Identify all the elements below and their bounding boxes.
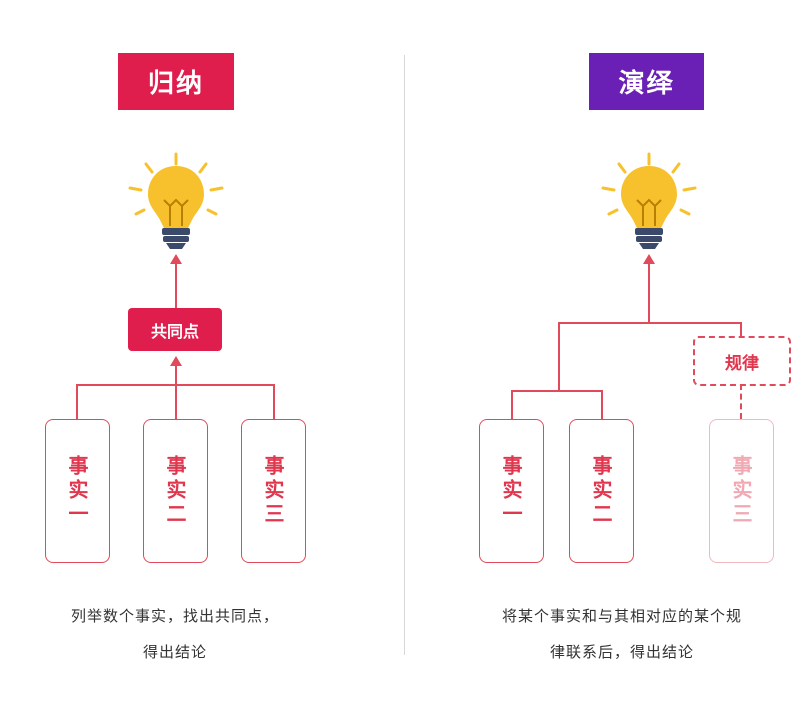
center-divider <box>404 55 405 655</box>
arrow-head-to-pill <box>170 356 182 366</box>
induction-caption: 列举数个事实，找出共同点， 得出结论 <box>20 598 330 670</box>
common-point-label: 共同点 <box>128 308 222 351</box>
induction-fact-box: 事实一 <box>45 419 110 563</box>
fact-label: 事实一 <box>499 455 523 527</box>
rule-box: 规律 <box>693 336 791 386</box>
fact-label: 事实一 <box>65 455 89 527</box>
fact-label: 事实二 <box>589 455 613 527</box>
deduction-caption: 将某个事实和与其相对应的某个规 律联系后，得出结论 <box>452 598 792 670</box>
induction-fact-box: 事实二 <box>143 419 208 563</box>
right-bracket-drop-2 <box>601 390 603 419</box>
arrow-line-to-bulb <box>648 262 650 322</box>
fact-label: 事实三 <box>729 455 753 527</box>
deduction-title: 演绎 <box>589 53 704 110</box>
lightbulb-icon <box>128 152 224 249</box>
left-horizontal-bracket <box>76 384 274 386</box>
caption-line: 得出结论 <box>142 643 207 661</box>
caption-line: 列举数个事实，找出共同点， <box>70 607 279 625</box>
caption-line: 律联系后，得出结论 <box>549 643 694 661</box>
fact-label: 事实二 <box>163 455 187 527</box>
deduction-fact-box-faded: 事实三 <box>709 419 774 563</box>
arrow-line-to-pill <box>175 364 177 419</box>
induction-fact-box: 事实三 <box>241 419 306 563</box>
right-fact-bracket <box>511 390 602 392</box>
rule-dashed-connector <box>740 384 742 419</box>
arrow-line-to-bulb <box>175 262 177 308</box>
left-bracket-drop-1 <box>76 384 78 419</box>
right-top-horizontal <box>558 322 741 324</box>
right-top-drop-right <box>740 322 742 336</box>
deduction-fact-box: 事实二 <box>569 419 634 563</box>
lightbulb-icon <box>601 152 697 249</box>
right-top-drop-left <box>558 322 560 390</box>
left-bracket-drop-3 <box>273 384 275 419</box>
caption-line: 将某个事实和与其相对应的某个规 <box>501 607 742 625</box>
right-bracket-drop-1 <box>511 390 513 419</box>
arrow-head-to-bulb <box>643 254 655 264</box>
fact-label: 事实三 <box>261 455 285 527</box>
deduction-fact-box: 事实一 <box>479 419 544 563</box>
arrow-head-to-bulb <box>170 254 182 264</box>
induction-title: 归纳 <box>118 53 234 110</box>
